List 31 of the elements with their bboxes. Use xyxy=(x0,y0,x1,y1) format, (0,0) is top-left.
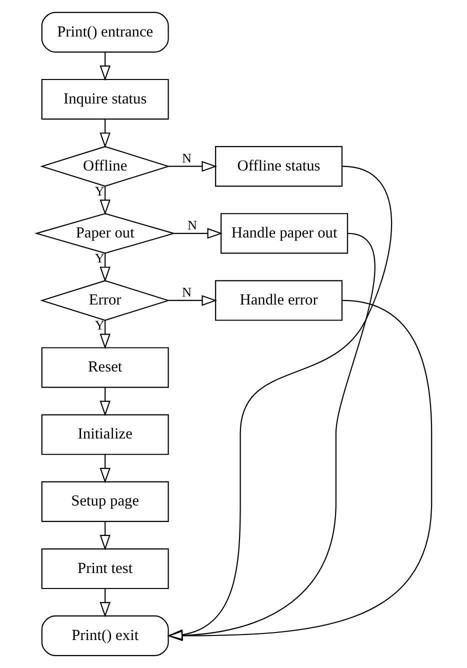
node-diamond: Paper out xyxy=(34,213,176,254)
node-diamond: Offline xyxy=(40,146,170,187)
node-box: Reset xyxy=(40,347,168,388)
node-box: Print test xyxy=(40,548,168,590)
arrow xyxy=(99,454,110,484)
edge-label: N xyxy=(187,218,197,233)
arrow xyxy=(99,52,110,81)
arrow xyxy=(166,232,375,641)
node-box: Print() entrance xyxy=(40,12,168,53)
arrow xyxy=(174,228,222,239)
node-box: Print() exit xyxy=(40,615,168,656)
arrow xyxy=(166,166,392,640)
node-box: Inquire status xyxy=(40,78,168,120)
arrow xyxy=(168,295,217,306)
arrow xyxy=(99,320,110,350)
node-box: Handle error xyxy=(214,280,342,321)
node-box: Initialize xyxy=(40,414,168,455)
arrow xyxy=(99,119,110,148)
arrow xyxy=(99,588,110,618)
arrow xyxy=(99,522,110,550)
arrow xyxy=(166,300,432,642)
arrow xyxy=(99,387,110,416)
arrow xyxy=(99,186,110,216)
node-box: Handle paper out xyxy=(220,213,348,254)
edge-label: N xyxy=(182,150,192,166)
arrow xyxy=(99,253,110,282)
edge-label: N xyxy=(182,284,192,300)
node-box: Setup page xyxy=(40,481,168,522)
arrow xyxy=(168,160,217,172)
node-box: Offline status xyxy=(214,146,342,187)
node-diamond: Error xyxy=(40,280,170,321)
